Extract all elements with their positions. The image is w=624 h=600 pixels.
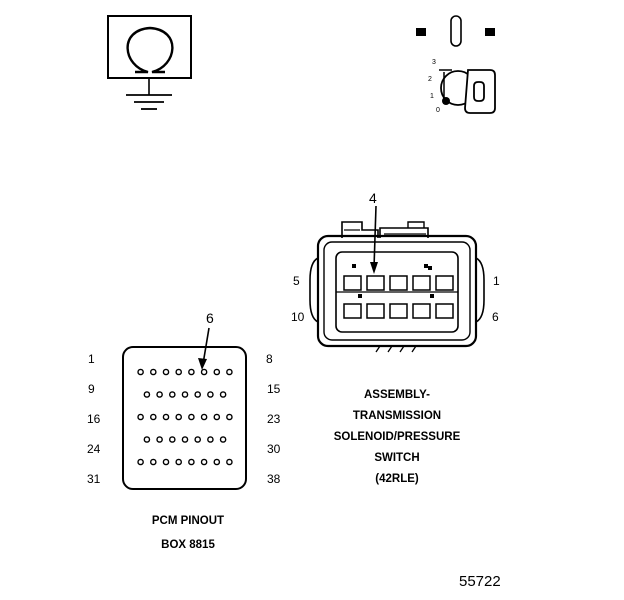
pcm-caption-line-1: PCM PINOUT xyxy=(151,515,225,527)
connector-callout-number: 4 xyxy=(369,190,377,206)
pcm-row-label-left-3: 16 xyxy=(87,412,101,426)
pcm-pin xyxy=(207,436,214,443)
connector-cavity-label-1: 1 xyxy=(493,274,500,288)
pcm-pin xyxy=(168,391,176,398)
connector-caption-line-4: SWITCH xyxy=(374,452,420,464)
pcm-pin xyxy=(200,413,208,421)
pcm-pin xyxy=(137,413,144,421)
pcm-row-label-left-1: 1 xyxy=(88,352,95,366)
pcm-pin xyxy=(219,436,227,443)
pcm-row-label-left-5: 31 xyxy=(87,472,101,486)
pcm-pin xyxy=(156,436,163,443)
ignition-key-icon xyxy=(416,15,496,114)
connector-drawing xyxy=(309,205,485,353)
pcm-pin xyxy=(188,413,195,421)
pcm-caption-line-2: BOX 8815 xyxy=(161,539,215,551)
pcm-pin xyxy=(181,391,189,398)
pcm-pin xyxy=(162,413,170,421)
pcm-row-label-right-1: 8 xyxy=(266,352,273,366)
pcm-pinout-box xyxy=(122,327,247,490)
pcm-row-label-left-4: 24 xyxy=(87,442,101,456)
pcm-pin xyxy=(143,436,151,443)
connector-cavity-label-10: 10 xyxy=(291,310,305,324)
key-position-3: 3 xyxy=(432,59,436,66)
pcm-pin xyxy=(162,368,170,376)
connector-cavity-label-5: 5 xyxy=(293,274,300,288)
connector-cavity-label-6: 6 xyxy=(492,310,499,324)
pcm-pin xyxy=(149,368,157,376)
pcm-pin xyxy=(137,368,144,376)
pcm-pin xyxy=(175,458,182,466)
connector-caption-line-3: SOLENOID/PRESSURE xyxy=(333,431,461,443)
pcm-row-label-left-2: 9 xyxy=(88,382,95,396)
pcm-pin xyxy=(226,368,233,376)
connector-caption-line-5: (42RLE) xyxy=(375,473,419,485)
key-position-0: 0 xyxy=(436,107,440,114)
pcm-pin xyxy=(188,458,195,466)
pcm-pin xyxy=(226,413,233,421)
pcm-pin xyxy=(194,436,201,443)
key-position-1: 1 xyxy=(430,93,434,100)
pcm-pin xyxy=(181,436,189,443)
pcm-pin xyxy=(226,458,233,466)
figure-number: 55722 xyxy=(459,573,501,590)
pcm-pin xyxy=(213,368,221,376)
pcm-pin xyxy=(200,368,208,376)
pcm-row-label-right-2: 15 xyxy=(267,382,281,396)
pcm-row-label-right-5: 38 xyxy=(267,472,281,486)
pcm-pin xyxy=(149,458,157,466)
connector-caption-line-2: TRANSMISSION xyxy=(352,410,442,422)
pcm-callout-number: 6 xyxy=(206,310,214,326)
pcm-row-label-right-3: 23 xyxy=(267,412,281,426)
pcm-pin xyxy=(149,413,157,421)
key-position-2: 2 xyxy=(428,76,432,83)
pcm-pin xyxy=(143,391,151,398)
pcm-pin xyxy=(156,391,163,398)
pcm-pin xyxy=(213,458,221,466)
pcm-pin xyxy=(168,436,176,443)
pcm-pin xyxy=(188,368,195,376)
pcm-pin xyxy=(137,458,144,466)
pcm-pin xyxy=(219,391,227,398)
pcm-pin xyxy=(175,413,182,421)
pcm-pin xyxy=(162,458,170,466)
ohmmeter-icon xyxy=(107,15,192,110)
connector-caption-line-1: ASSEMBLY- xyxy=(363,389,431,401)
pcm-pin xyxy=(175,368,182,376)
pcm-pin xyxy=(207,391,214,398)
pcm-pin xyxy=(200,458,208,466)
pcm-pin xyxy=(194,391,201,398)
pcm-pin xyxy=(213,413,221,421)
pcm-row-label-right-4: 30 xyxy=(267,442,281,456)
